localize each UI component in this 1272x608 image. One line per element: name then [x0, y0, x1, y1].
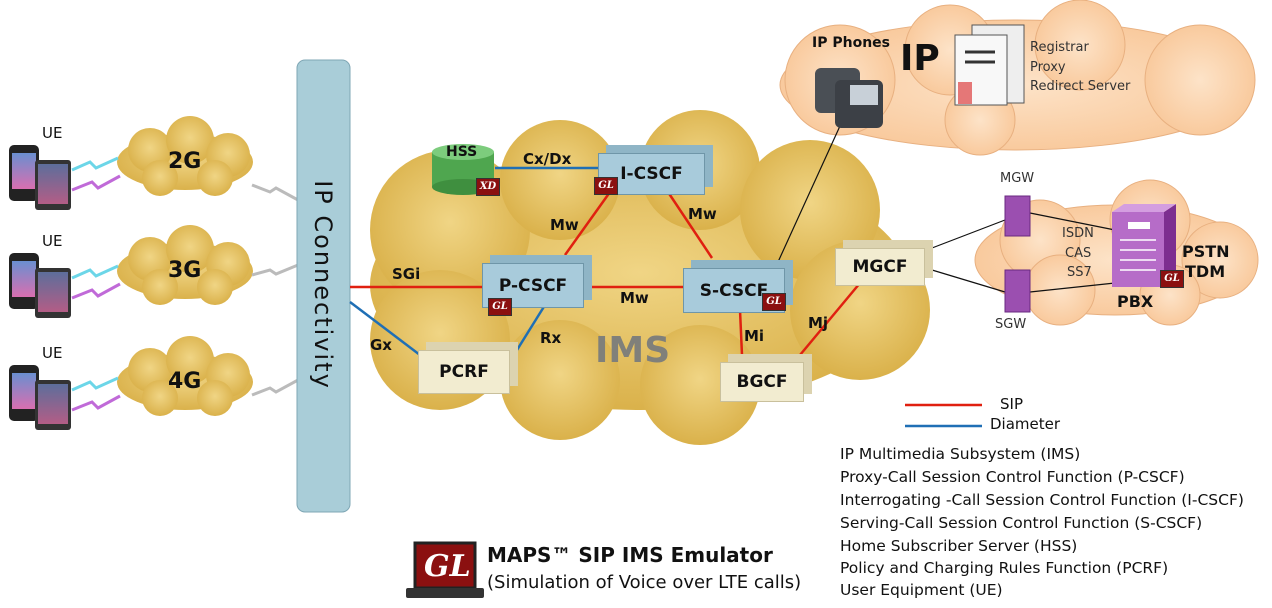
cloud-2g	[117, 116, 253, 196]
mgw-icon	[1004, 195, 1031, 237]
ue-tablet-icon	[35, 268, 71, 318]
ue-label: UE	[42, 124, 63, 142]
server-redirect: Redirect Server	[1030, 79, 1131, 94]
cloud-3g-label: 3G	[168, 258, 202, 283]
ue-label: UE	[42, 232, 63, 250]
ue-label: UE	[42, 344, 63, 362]
interface-mw: Mw	[550, 216, 579, 234]
gl-badge-icon: GL	[762, 293, 786, 311]
interface-mi: Mi	[744, 327, 765, 345]
hss-label: HSS	[446, 144, 478, 160]
connection-lines	[349, 114, 1116, 359]
protocol-cas: CAS	[1065, 246, 1092, 261]
definition-item: User Equipment (UE)	[840, 581, 1003, 599]
ue-phone-icon	[9, 253, 39, 309]
cloud-4g-label: 4G	[168, 369, 202, 394]
pbx-label: PBX	[1117, 292, 1154, 311]
gl-badge-icon: GL	[488, 298, 512, 316]
product-name: MAPS™ SIP IMS Emulator	[487, 543, 773, 567]
gl-badge-icon: GL	[594, 177, 618, 195]
pstn-title: PSTN	[1182, 242, 1230, 261]
ims-title: IMS	[595, 330, 671, 371]
node-pcrf[interactable]: PCRF	[418, 350, 510, 394]
node-p-cscf[interactable]: P-CSCF	[482, 263, 584, 308]
ue-tablet-icon	[35, 380, 71, 430]
cloud-4g	[117, 336, 253, 416]
protocol-isdn: ISDN	[1062, 226, 1094, 241]
ip-phone-icon	[815, 68, 883, 128]
definition-item: IP Multimedia Subsystem (IMS)	[840, 445, 1081, 463]
interface-cx-dx: Cx/Dx	[523, 150, 572, 168]
legend-sip-label: SIP	[1000, 395, 1023, 413]
server-proxy: Proxy	[1030, 60, 1066, 75]
cloud-2g-label: 2G	[168, 149, 202, 174]
tdm-title: TDM	[1185, 262, 1226, 281]
ip-cloud-title: IP	[900, 38, 940, 79]
sgw-label: SGW	[995, 317, 1027, 332]
node-mgcf[interactable]: MGCF	[835, 248, 925, 286]
interface-rx: Rx	[540, 329, 562, 347]
legend-diameter-label: Diameter	[990, 415, 1061, 433]
gl-logo-text: GL	[424, 549, 471, 584]
definition-item: Policy and Charging Rules Function (PCRF…	[840, 559, 1169, 577]
definition-item: Serving-Call Session Control Function (S…	[840, 514, 1203, 532]
product-subtitle: (Simulation of Voice over LTE calls)	[487, 572, 802, 593]
interface-mw: Mw	[620, 289, 649, 307]
interface-mj: Mj	[808, 314, 829, 332]
interface-mw: Mw	[688, 205, 717, 223]
ims-cloud	[370, 110, 930, 445]
ue-tablet-icon	[35, 160, 71, 210]
pbx-icon	[1112, 204, 1176, 287]
mgw-label: MGW	[1000, 171, 1035, 186]
ip-connectivity-label: IP Connectivity	[309, 180, 337, 390]
protocol-ss7: SS7	[1067, 265, 1092, 280]
definition-item: Interrogating -Call Session Control Func…	[840, 491, 1244, 509]
server-registrar: Registrar	[1030, 40, 1089, 55]
interface-gx: Gx	[370, 336, 392, 354]
gl-badge-icon: GL	[1160, 270, 1184, 288]
definition-item: Home Subscriber Server (HSS)	[840, 537, 1078, 555]
ue-phone-icon	[9, 145, 39, 201]
cloud-3g	[117, 225, 253, 305]
wireless-links	[71, 156, 299, 412]
node-bgcf[interactable]: BGCF	[720, 362, 804, 402]
ue-phone-icon	[9, 365, 39, 421]
sgw-icon	[1004, 269, 1031, 313]
gl-logo-icon	[406, 541, 484, 598]
gl-badge-icon: XD	[476, 178, 500, 196]
server-icon	[954, 24, 1025, 106]
ip-phones-label: IP Phones	[812, 35, 890, 51]
definition-item: Proxy-Call Session Control Function (P-C…	[840, 468, 1185, 486]
interface-sgi: SGi	[392, 265, 421, 283]
